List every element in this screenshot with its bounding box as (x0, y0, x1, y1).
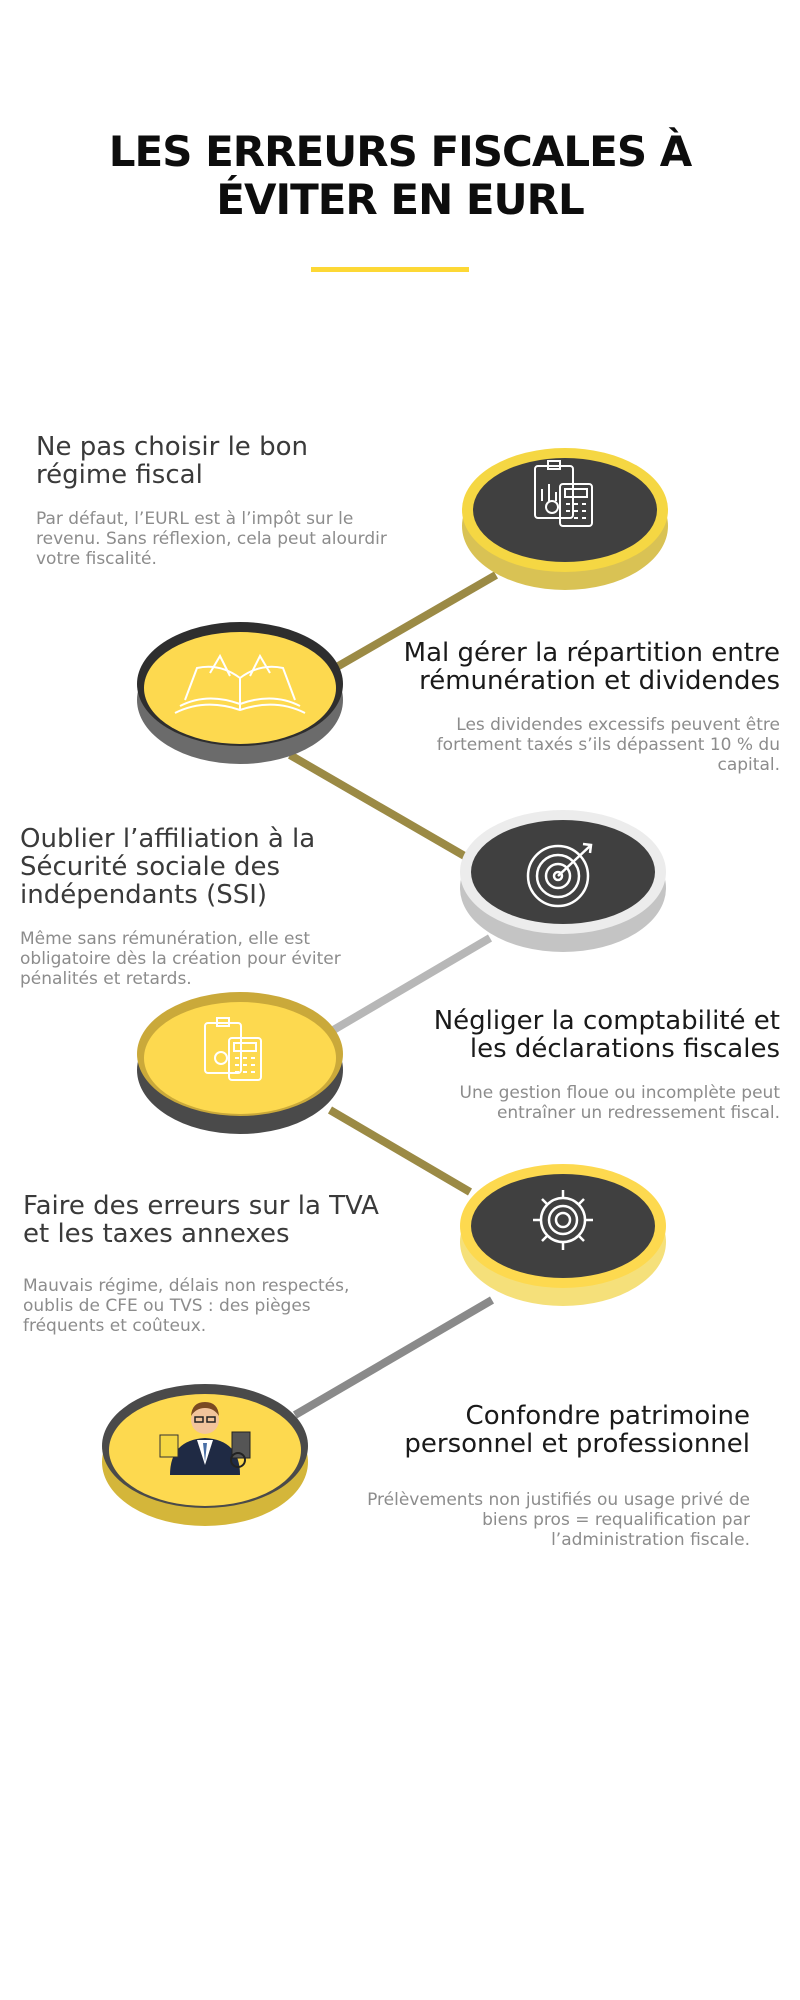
disc-6 (100, 1380, 310, 1530)
target-icon (526, 842, 593, 908)
accountant-icon (159, 1402, 251, 1475)
connector-1 (332, 571, 499, 672)
connector-3 (327, 934, 493, 1036)
error-item-6: Confondre patrimoine personnel et profes… (350, 1402, 750, 1550)
error-heading: Négliger la comptabilité et les déclarat… (433, 1006, 780, 1064)
document-calculator-icon (534, 460, 593, 527)
error-item-4: Négliger la comptabilité et les déclarat… (390, 1007, 780, 1123)
gear-icon (533, 1190, 593, 1250)
error-heading: Oublier l’affiliation à la Sécurité soci… (20, 824, 316, 910)
error-heading: Mal gérer la répartition entre rémunérat… (403, 638, 780, 696)
error-description: Par défaut, l’EURL est à l’impôt sur le … (36, 509, 387, 569)
title-line-2: ÉVITER EN EURL (216, 175, 585, 224)
error-heading: Confondre patrimoine personnel et profes… (404, 1401, 750, 1459)
title-underline (311, 267, 469, 272)
connector-2 (287, 751, 471, 862)
page-title: LES ERREURS FISCALES À ÉVITER EN EURL (0, 128, 800, 224)
error-item-3: Oublier l’affiliation à la Sécurité soci… (20, 825, 390, 989)
error-description: Prélèvements non justifiés ou usage priv… (367, 1490, 750, 1550)
error-description: Les dividendes excessifs peuvent être fo… (436, 715, 780, 775)
open-book-icon (174, 653, 306, 714)
document-calculator-icon (204, 1017, 262, 1081)
error-description: Mauvais régime, délais non respectés, ou… (23, 1276, 350, 1336)
error-item-5: Faire des erreurs sur la TVA et les taxe… (23, 1192, 393, 1336)
error-description: Une gestion floue ou incomplète peut ent… (459, 1083, 780, 1123)
disc-3 (458, 806, 668, 956)
disc-5 (458, 1160, 668, 1310)
error-description: Même sans rémunération, elle est obligat… (20, 929, 341, 989)
connector-4 (327, 1106, 473, 1196)
disc-2 (135, 618, 345, 768)
disc-4 (135, 988, 345, 1138)
error-item-1: Ne pas choisir le bon régime fiscal Par … (36, 433, 406, 569)
connector-5 (292, 1296, 495, 1419)
error-item-2: Mal gérer la répartition entre rémunérat… (400, 639, 780, 775)
error-heading: Ne pas choisir le bon régime fiscal (36, 432, 308, 490)
disc-1 (460, 444, 670, 594)
error-heading: Faire des erreurs sur la TVA et les taxe… (23, 1191, 379, 1249)
title-line-1: LES ERREURS FISCALES À (108, 127, 692, 176)
